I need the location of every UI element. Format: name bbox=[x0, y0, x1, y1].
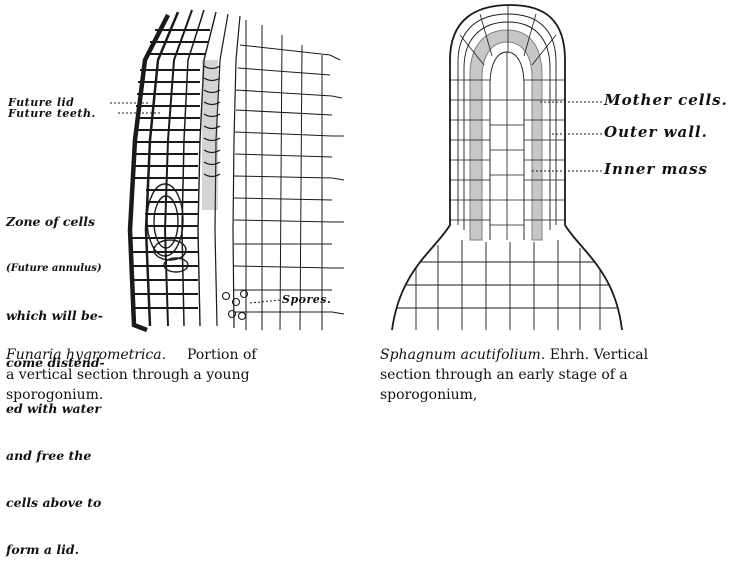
caption-line-2: section through an early stage of a bbox=[380, 365, 648, 385]
caption-line-1: Sphagnum acutifolium. Ehrh. Vertical bbox=[380, 345, 648, 365]
caption-line-3: sporogonium. bbox=[6, 385, 257, 405]
zone-line: form a lid. bbox=[6, 542, 105, 558]
caption-line-2: a vertical section through a young bbox=[6, 365, 257, 385]
species-name: Sphagnum acutifolium. bbox=[380, 347, 545, 363]
funaria-figure: Future lid Future teeth. Zone of cells (… bbox=[0, 0, 380, 419]
zone-line: (Future annulus) bbox=[6, 261, 105, 277]
future-teeth-label: Future teeth. bbox=[8, 108, 96, 119]
caption-text: Ehrh. Vertical bbox=[550, 347, 648, 363]
caption-text: Portion of bbox=[187, 347, 257, 363]
sphagnum-caption: Sphagnum acutifolium. Ehrh. Vertical sec… bbox=[380, 345, 648, 405]
caption-line-1: Funaria hygrometrica. Portion of bbox=[6, 345, 257, 365]
zone-line: which will be- bbox=[6, 308, 105, 324]
spores-label: Spores. bbox=[282, 294, 331, 305]
zone-line: Zone of cells bbox=[6, 214, 105, 230]
inner-mass-label: Inner mass bbox=[604, 162, 708, 177]
outer-wall-label: Outer wall. bbox=[604, 125, 708, 140]
mother-cells-label: Mother cells. bbox=[604, 93, 728, 108]
species-name: Funaria hygrometrica. bbox=[6, 347, 166, 363]
zone-line: and free the bbox=[6, 448, 105, 464]
zone-line: cells above to bbox=[6, 495, 105, 511]
sphagnum-figure: Mother cells. Outer wall. Inner mass Sph… bbox=[380, 0, 739, 419]
caption-line-3: sporogonium, bbox=[380, 385, 648, 405]
funaria-caption: Funaria hygrometrica. Portion of a verti… bbox=[6, 345, 257, 405]
